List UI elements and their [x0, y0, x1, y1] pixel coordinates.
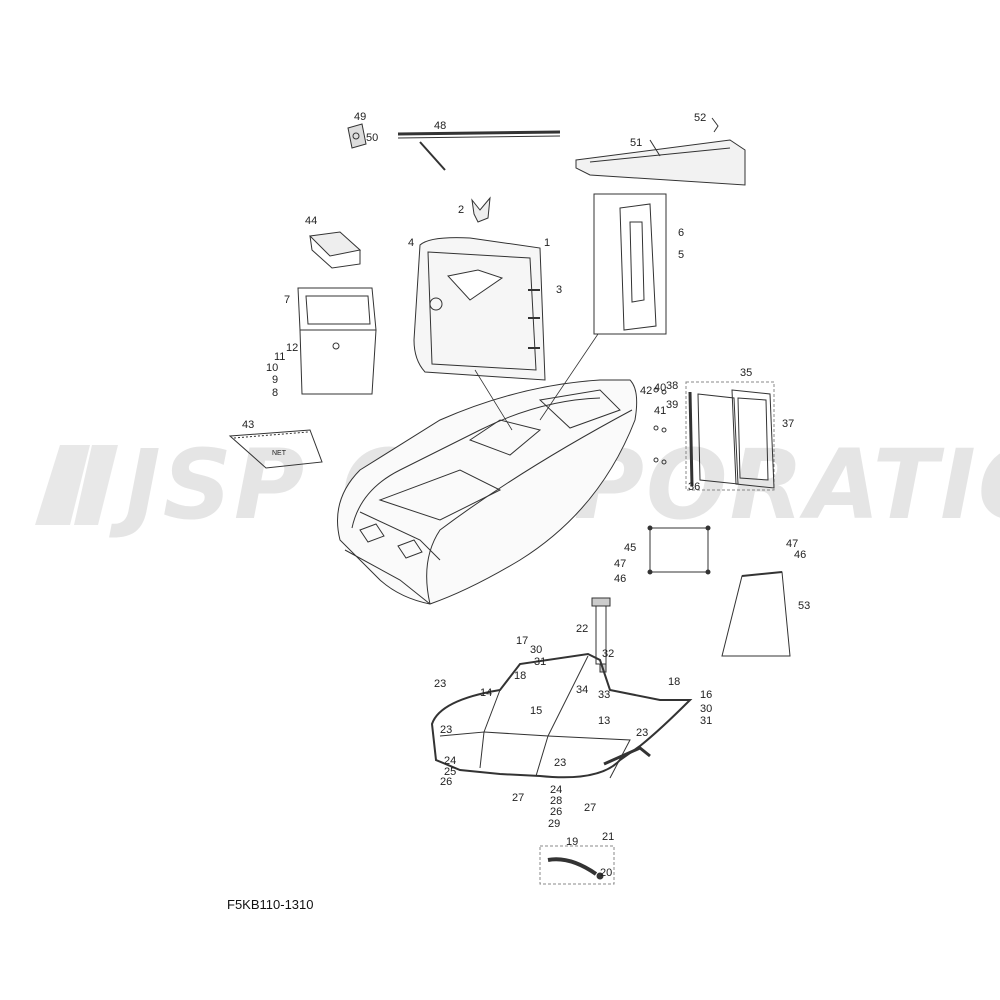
callout-2: 2 [458, 204, 465, 216]
callout-22: 22 [576, 623, 589, 635]
part-2-hook [471, 196, 491, 223]
callout-45: 45 [624, 542, 637, 554]
callout-35: 35 [740, 367, 753, 379]
callout-7: 7 [284, 294, 291, 306]
callout-44: 44 [305, 215, 318, 227]
part-45-mat [647, 525, 711, 575]
callout-19: 19 [566, 836, 579, 848]
callout-53: 53 [798, 600, 811, 612]
callout-46a: 46 [614, 573, 627, 585]
diagram-code: F5KB110-1310 [227, 897, 314, 912]
callout-12: 12 [286, 342, 299, 354]
callout-30a: 30 [530, 644, 543, 656]
callout-29: 29 [548, 818, 561, 830]
callout-47b: 47 [786, 538, 799, 550]
callout-40: 40 [654, 382, 667, 394]
part-1-door [413, 237, 546, 381]
callout-31b: 31 [700, 715, 713, 727]
callout-46b: 46 [794, 549, 807, 561]
callout-37: 37 [782, 418, 795, 430]
callout-17: 17 [516, 635, 529, 647]
boat-hull [337, 379, 638, 605]
callout-36: 36 [688, 481, 701, 493]
callout-30b: 30 [700, 703, 713, 715]
part-51-panel [575, 117, 746, 186]
callout-47a: 47 [614, 558, 627, 570]
callout-26b: 26 [550, 806, 563, 818]
callout-25: 25 [444, 766, 457, 778]
callout-52: 52 [694, 112, 707, 124]
callout-51: 51 [630, 137, 643, 149]
callout-28: 28 [550, 795, 563, 807]
callout-24b: 24 [550, 784, 563, 796]
callout-16: 16 [700, 689, 713, 701]
callout-32: 32 [602, 648, 615, 660]
callout-23b: 23 [440, 724, 453, 736]
callout-5: 5 [678, 249, 685, 261]
callout-9: 9 [272, 374, 279, 386]
callout-23a: 23 [434, 678, 447, 690]
callout-41: 41 [654, 405, 667, 417]
callout-49: 49 [354, 111, 367, 123]
detail-box-5-6 [593, 193, 667, 335]
callout-43: 43 [242, 419, 255, 431]
callout-23d: 23 [636, 727, 649, 739]
callout-38: 38 [666, 380, 679, 392]
callout-18a: 18 [514, 670, 527, 682]
callout-39: 39 [666, 399, 679, 411]
callout-24a: 24 [444, 755, 457, 767]
callout-21: 21 [602, 831, 615, 843]
callout-27b: 27 [584, 802, 597, 814]
callout-23c: 23 [554, 757, 567, 769]
callout-27a: 27 [512, 792, 525, 804]
windshield-frame [430, 652, 693, 779]
callout-26a: 26 [440, 776, 453, 788]
callout-10: 10 [266, 362, 279, 374]
callout-8: 8 [272, 387, 279, 399]
callout-6: 6 [678, 227, 685, 239]
callout-1: 1 [544, 237, 551, 249]
part-7-storage-box [297, 287, 377, 395]
callout-31a: 31 [534, 656, 547, 668]
callout-15: 15 [530, 705, 543, 717]
part-43-net [228, 429, 323, 469]
part-53-curtain [721, 571, 791, 657]
callout-3: 3 [556, 284, 563, 296]
part-49-bracket [347, 123, 367, 149]
net-label: NET [272, 450, 286, 457]
callout-34: 34 [576, 684, 589, 696]
part-35-hatch [653, 381, 775, 491]
part-19-detail [539, 845, 615, 885]
callout-42: 42 [640, 385, 653, 397]
callout-33: 33 [598, 689, 611, 701]
callout-48: 48 [434, 120, 447, 132]
callout-11: 11 [274, 351, 286, 363]
callout-13: 13 [598, 715, 611, 727]
callout-18b: 18 [668, 676, 681, 688]
part-44-tray [308, 231, 362, 269]
part-48-rod [397, 130, 561, 171]
callout-4: 4 [408, 237, 415, 249]
callout-50: 50 [366, 132, 379, 144]
callout-20: 20 [600, 867, 613, 879]
callout-14: 14 [480, 687, 493, 699]
